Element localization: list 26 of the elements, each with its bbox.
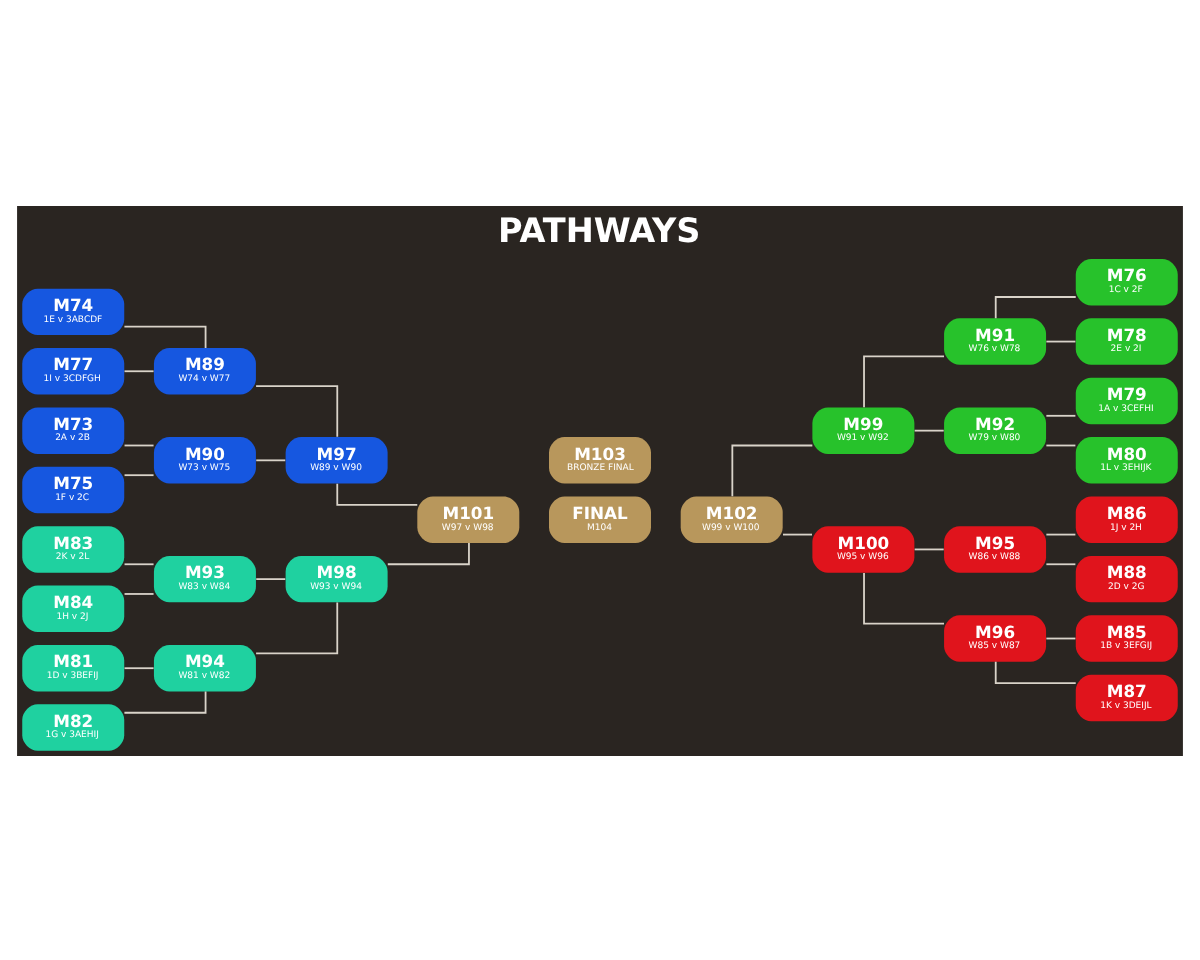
connector [863, 354, 945, 408]
connector [123, 666, 155, 669]
connector [123, 562, 155, 565]
connector [913, 428, 945, 431]
connector [255, 577, 287, 580]
connector [731, 443, 814, 497]
connector [1045, 413, 1077, 416]
connector [123, 473, 155, 476]
connector [913, 547, 945, 550]
connector [1045, 562, 1077, 565]
connector [336, 481, 419, 505]
connector [123, 324, 207, 348]
connector [123, 443, 155, 446]
connector [1045, 636, 1077, 639]
diagram-title: PATHWAYS [498, 208, 701, 249]
connector [1045, 443, 1077, 446]
connector [123, 592, 155, 594]
connector [1045, 532, 1077, 535]
connector [123, 369, 155, 372]
connector [782, 532, 813, 535]
connector [255, 600, 339, 654]
connector [1045, 339, 1077, 342]
connector [863, 571, 945, 624]
connector [123, 689, 207, 713]
connector [255, 458, 287, 461]
connector [255, 384, 339, 437]
